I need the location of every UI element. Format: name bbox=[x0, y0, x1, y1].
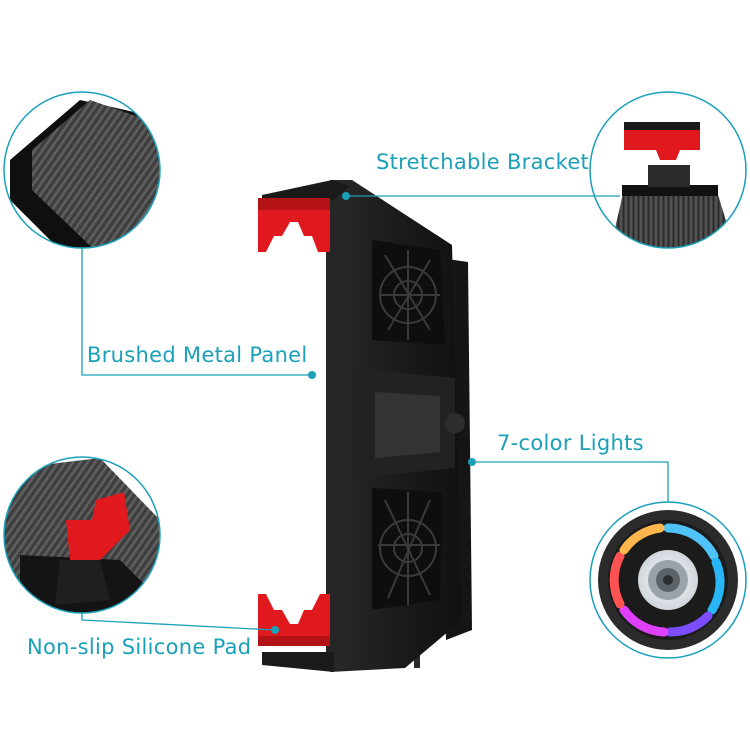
bottom-bracket bbox=[258, 594, 330, 646]
callout-lines bbox=[81, 195, 669, 631]
callout-label-non-slip-silicone-pad: Non-slip Silicone Pad bbox=[27, 635, 252, 659]
callout-dots bbox=[271, 192, 476, 634]
callout-label-7-color-lights: 7-color Lights bbox=[497, 431, 644, 455]
detail-silicone-pad bbox=[3, 456, 161, 614]
detail-stretchable-bracket bbox=[589, 91, 747, 249]
detail-rgb-fan bbox=[589, 501, 747, 659]
cooler-device bbox=[258, 180, 472, 672]
top-bracket bbox=[258, 198, 330, 252]
callout-label-brushed-metal-panel: Brushed Metal Panel bbox=[87, 343, 308, 367]
detail-brushed-metal bbox=[3, 91, 161, 249]
callout-label-stretchable-bracket: Stretchable Bracket bbox=[376, 150, 590, 174]
